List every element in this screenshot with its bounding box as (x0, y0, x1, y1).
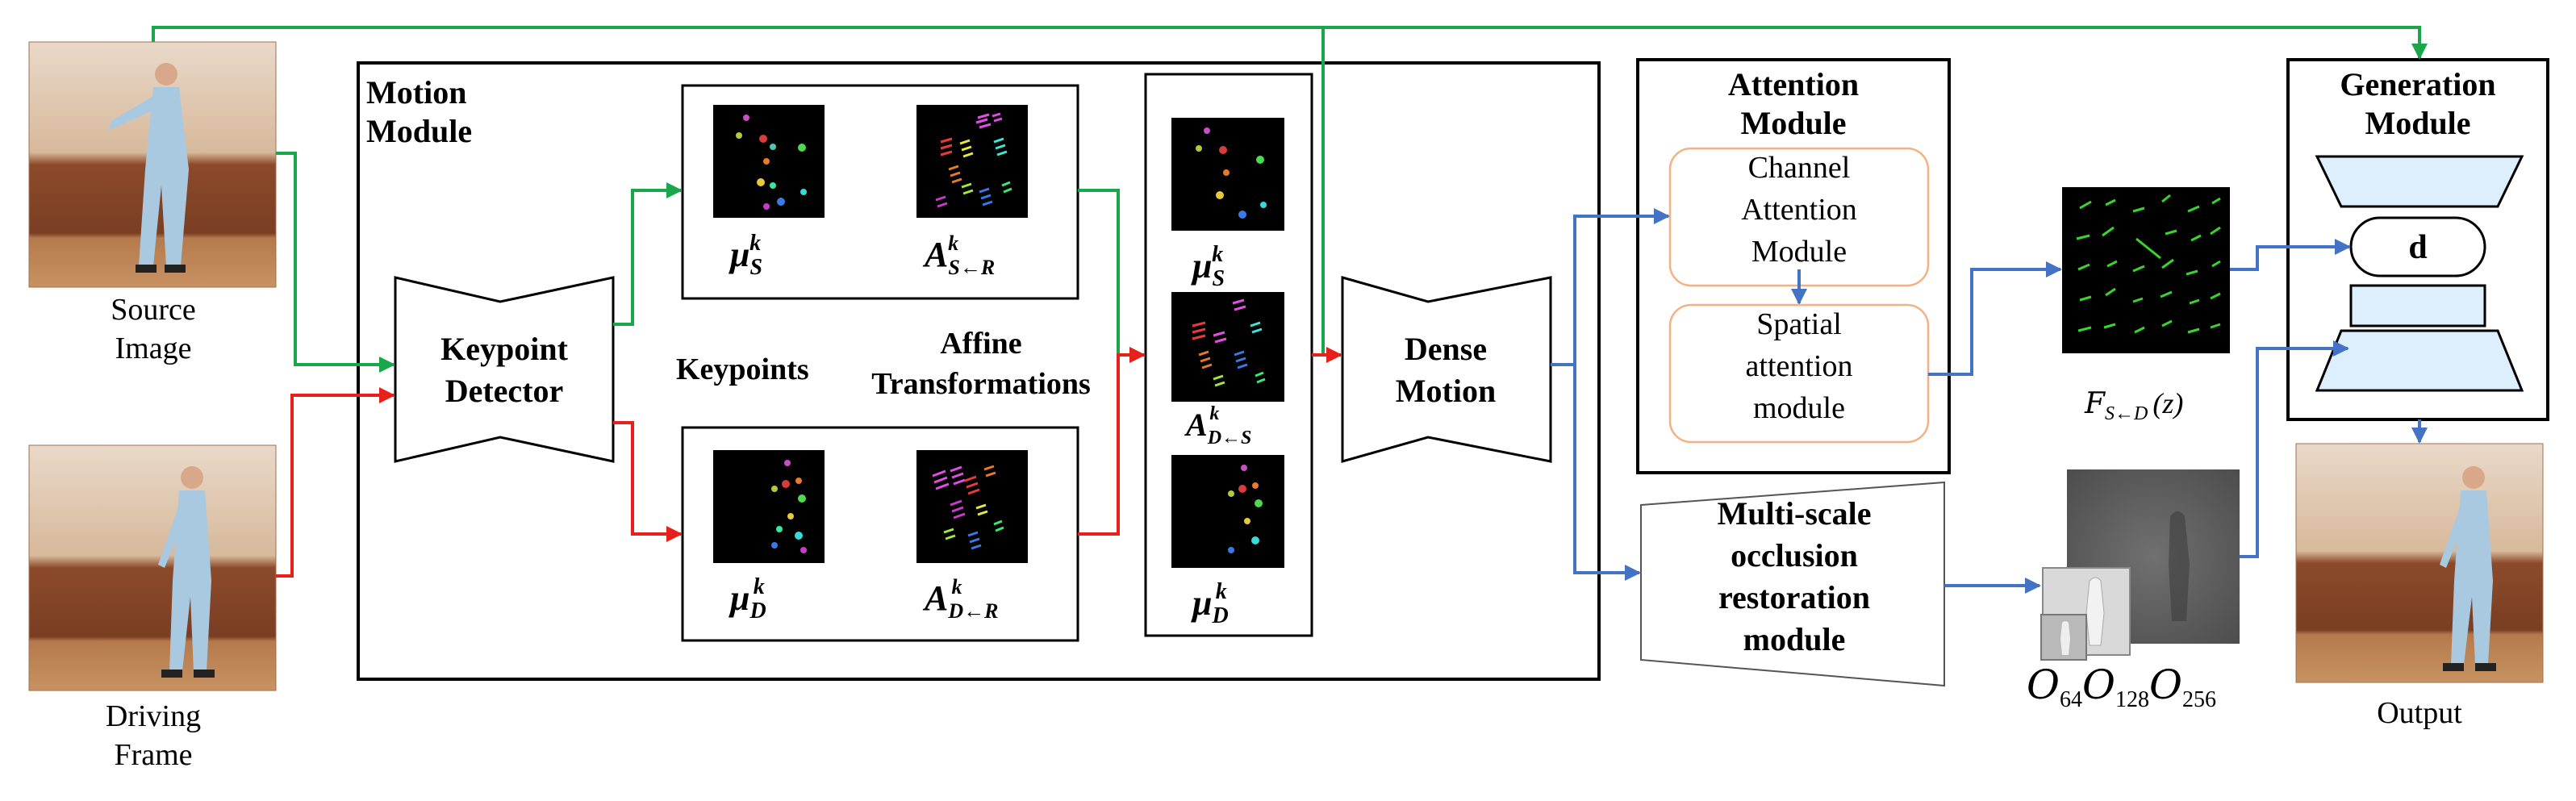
dense-to-occlusion-arrow (1573, 365, 1641, 581)
occlusion-label-line2: occlusion (1731, 537, 1858, 574)
motion-module-title-line1: Motion (366, 74, 466, 111)
detector-to-driving-kp-arrow (613, 421, 683, 542)
occlusion-maps-label: O64O128O256 (2027, 661, 2216, 712)
attention-module-box (1636, 58, 1951, 474)
keypoint-detector-label-line1: Keypoint (440, 331, 568, 367)
dense-motion-label-line1: Dense (1405, 331, 1487, 367)
encoder-block (2315, 155, 2524, 208)
spatial-attention-label-line1: Spatial (1756, 307, 1842, 341)
source-image-label-line1: Source (111, 293, 196, 327)
source-to-detector-arrow (276, 152, 395, 373)
occlusion-label-line4: module (1743, 621, 1846, 657)
source-keypoints-label: μSk (729, 231, 762, 280)
driving-keypoints-label: μDk (729, 574, 766, 624)
affine-transformations-label-line2: Transformations (871, 367, 1091, 401)
stack-affine-map (1171, 292, 1284, 402)
occlusion-label-line1: Multi-scale (1717, 495, 1871, 532)
driving-to-detector-arrow (276, 387, 395, 578)
stack-driving-keypoints-label: μDk (1191, 579, 1229, 628)
source-kp-to-stack-arrow (1078, 189, 1146, 363)
stack-source-keypoint-map (1171, 118, 1284, 231)
source-affine-label: AS←Rk (922, 232, 995, 279)
flow-to-generation-arrow (2230, 239, 2351, 271)
motion-module-title-line2: Module (366, 113, 472, 149)
output-image (2295, 443, 2544, 683)
spatial-attention-label-line3: module (1753, 391, 1845, 425)
occlusion-label-line3: restoration (1718, 579, 1870, 615)
source-affine-map (916, 105, 1028, 218)
keypoint-detector-label-line2: Detector (445, 373, 564, 409)
driving-image (28, 444, 277, 691)
bottleneck-label: d (2408, 229, 2427, 266)
occlusion-map-64 (2040, 614, 2087, 661)
channel-attention-label-line3: Module (1751, 235, 1847, 269)
occlusion-maps-to-generation-arrow (2240, 340, 2349, 558)
dense-to-attention-arrow (1551, 208, 1670, 366)
driving-frame-label-line2: Frame (114, 738, 192, 772)
detector-to-source-kp-arrow (613, 182, 683, 326)
driving-affine-label: AD←Rk (922, 575, 998, 623)
driving-affine-map (916, 450, 1028, 563)
source-image-label-line2: Image (115, 332, 192, 365)
generation-module-title-line2: Module (2365, 105, 2470, 141)
source-image (28, 41, 277, 288)
attention-to-flow-arrow (1928, 261, 2062, 376)
occlusion-restoration-module-block (1640, 481, 1945, 687)
decoder-block (2315, 329, 2524, 392)
attention-module-title-line1: Attention (1728, 66, 1859, 102)
generation-module-title-line1: Generation (2340, 66, 2495, 102)
source-skip-to-generation-arrow (152, 26, 2428, 60)
output-label: Output (2377, 696, 2462, 730)
occlusion-map-256 (2067, 469, 2240, 644)
dense-motion-block (1341, 276, 1552, 463)
motion-module-box (357, 61, 1601, 681)
keypoints-label: Keypoints (676, 353, 809, 386)
stack-affine-label: AD←Sk (1184, 403, 1251, 448)
residual-block (2349, 284, 2486, 327)
spatial-attention-label-line2: attention (1746, 349, 1853, 383)
channel-attention-label-line2: Attention (1741, 193, 1857, 227)
affine-transformations-label-line1: Affine (940, 327, 1021, 361)
driving-frame-label-line1: Driving (106, 699, 201, 733)
driving-kp-to-stack-arrow (1078, 347, 1146, 536)
bottleneck-block (2349, 216, 2486, 277)
attention-module-title-line2: Module (1740, 105, 1846, 141)
keypoint-detector-block (394, 276, 615, 463)
channel-attention-label-line1: Channel (1748, 151, 1851, 185)
stack-source-keypoints-label: μSk (1191, 242, 1225, 291)
optical-flow-field (2062, 187, 2230, 353)
source-keypoint-map (713, 105, 825, 218)
dense-motion-label-line2: Motion (1396, 373, 1496, 409)
stack-driving-keypoint-map (1171, 455, 1284, 568)
flow-field-label: FS←D(z) (2084, 387, 2183, 424)
driving-keypoint-map (713, 450, 825, 563)
